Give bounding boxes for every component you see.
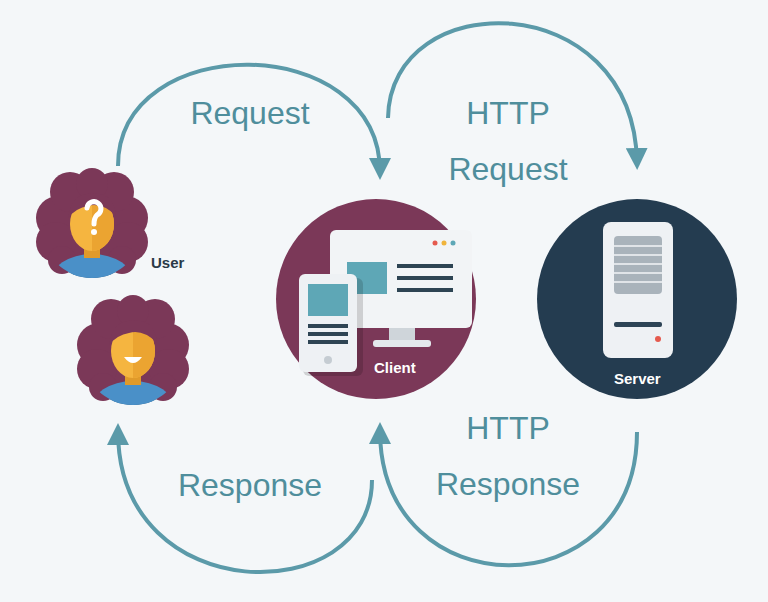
arrow-label: Response bbox=[160, 457, 340, 513]
server-illustration bbox=[536, 198, 738, 400]
node-label: Client bbox=[374, 359, 416, 377]
server-tower-icon bbox=[603, 222, 673, 358]
arrow-label: HTTP Response bbox=[418, 400, 598, 512]
user-group: User bbox=[28, 168, 203, 423]
node-label: User bbox=[151, 254, 184, 272]
curved-arrow bbox=[118, 431, 372, 572]
smile bbox=[124, 357, 142, 363]
client-circle: Client bbox=[275, 198, 477, 400]
arrow-label: Request bbox=[160, 85, 340, 141]
curved-arrow bbox=[388, 23, 637, 162]
server-circle: Server bbox=[536, 198, 738, 400]
user-face-happy bbox=[77, 295, 189, 437]
curved-arrow bbox=[118, 65, 380, 172]
question-mark bbox=[87, 202, 101, 235]
arrow-label: HTTP Request bbox=[418, 85, 598, 197]
node-label: Server bbox=[614, 370, 661, 388]
user-illustration bbox=[28, 168, 203, 423]
phone-icon bbox=[299, 274, 363, 376]
user-face-puzzled bbox=[36, 168, 148, 310]
